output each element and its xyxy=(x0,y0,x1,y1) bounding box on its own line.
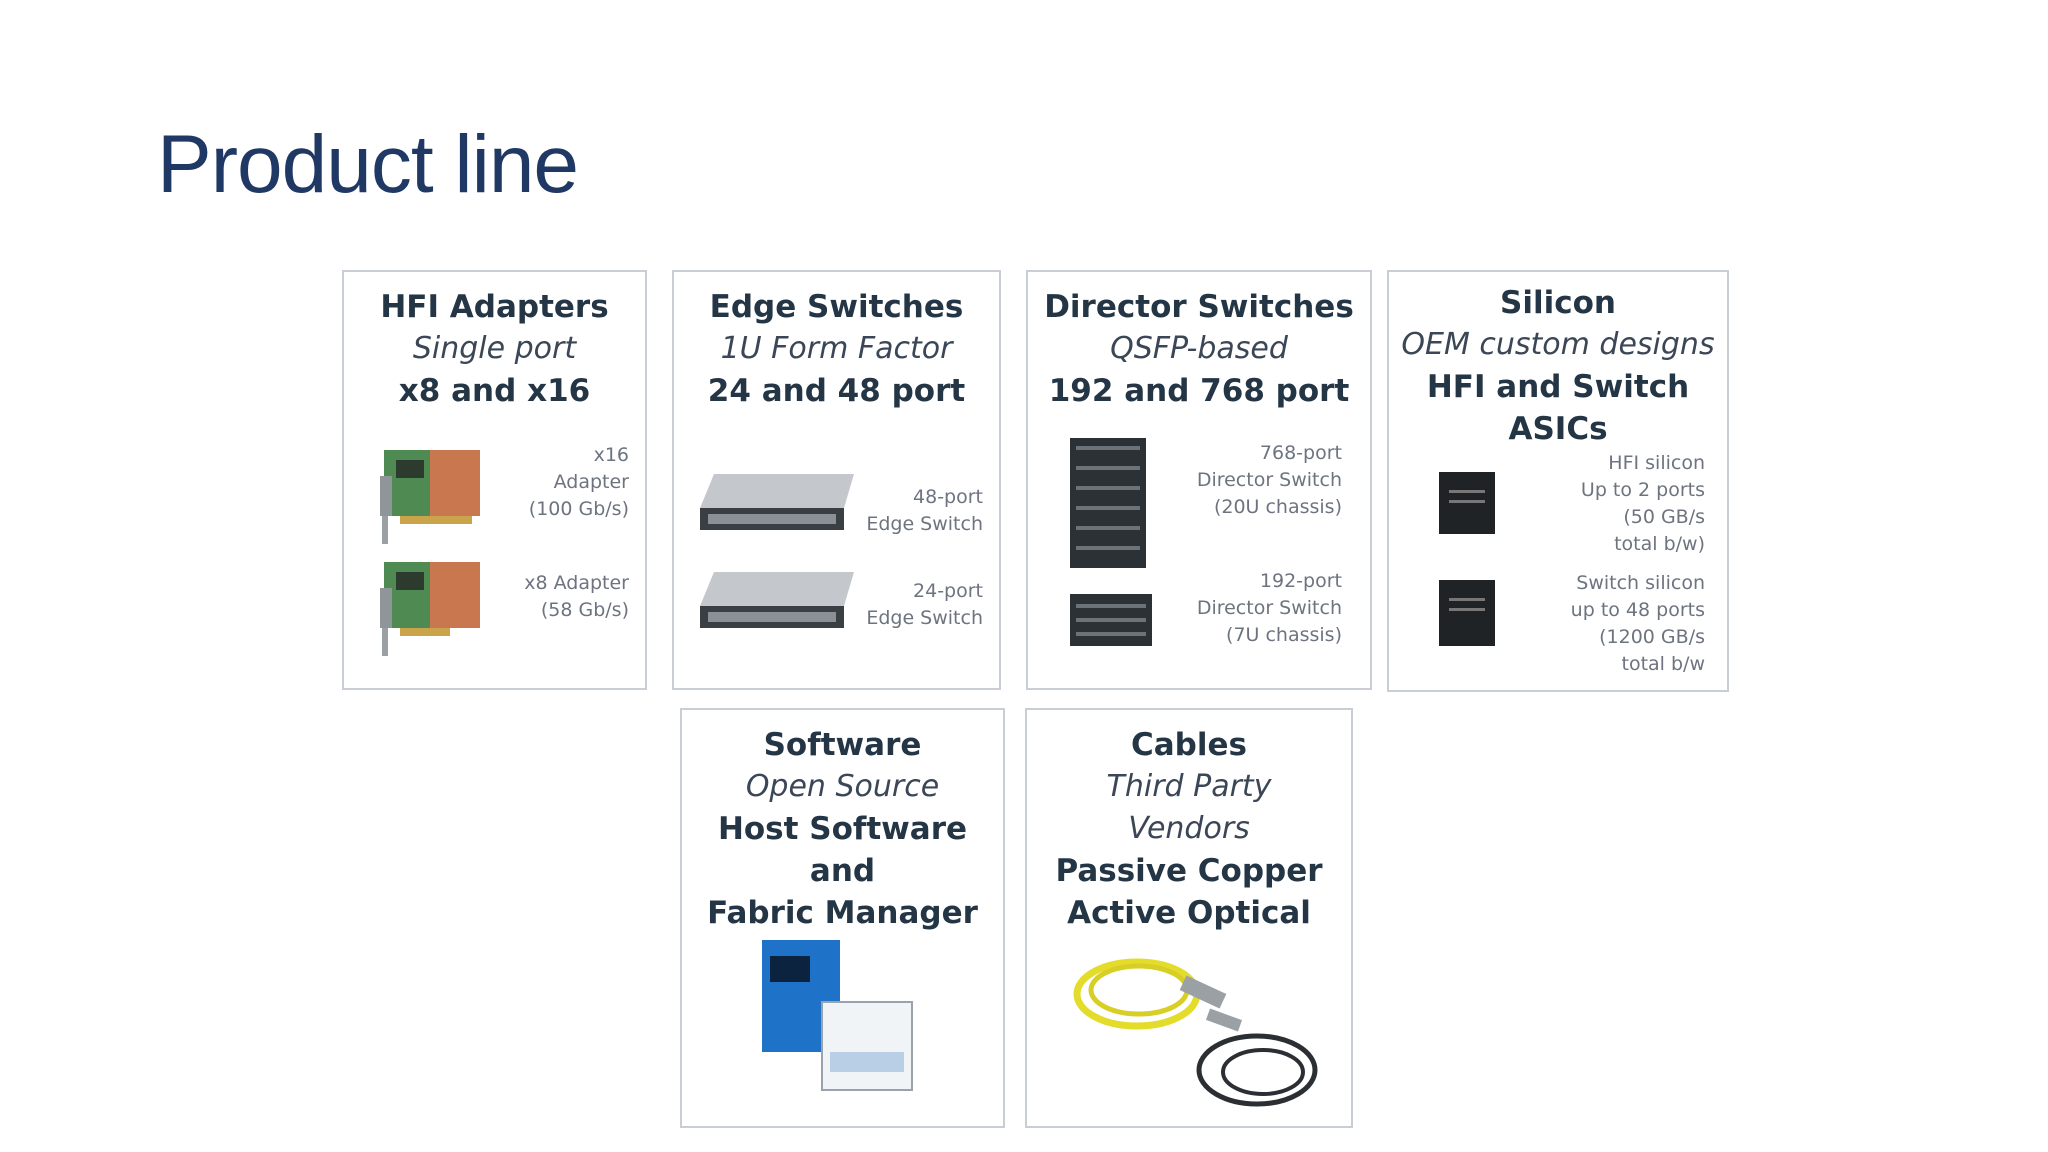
caption-line: (20U chassis) xyxy=(1213,496,1342,518)
panel-heading: Cables xyxy=(1131,727,1247,763)
panel-detail: ASICs xyxy=(1508,411,1608,447)
software-screenshot-image xyxy=(762,940,913,1091)
caption-line: HFI silicon xyxy=(1608,452,1705,474)
caption-line: Adapter xyxy=(553,471,629,493)
slide-title: Product line xyxy=(157,119,579,210)
panel-subtitle: QSFP-based xyxy=(1110,331,1288,366)
panel-edge-switches: Edge Switches 1U Form Factor 24 and 48 p… xyxy=(672,270,1001,690)
caption-line: (7U chassis) xyxy=(1226,624,1342,646)
caption-line: 24-port xyxy=(913,580,983,602)
caption-line: 192-port xyxy=(1259,570,1342,592)
switch-silicon-caption: Switch silicon up to 48 ports (1200 GB/s… xyxy=(1571,570,1705,678)
caption-line: (100 Gb/s) xyxy=(528,498,629,520)
panel-detail: x8 and x16 xyxy=(398,373,591,409)
panel-detail: Host Software and xyxy=(717,811,968,889)
192-port-caption: 192-port Director Switch (7U chassis) xyxy=(1197,568,1342,649)
hfi-silicon-chip-image xyxy=(1439,472,1495,534)
panel-detail: Fabric Manager xyxy=(707,895,978,931)
caption-line: x16 xyxy=(593,444,629,466)
24-port-switch-image xyxy=(700,572,854,628)
192-port-director-image xyxy=(1070,594,1152,646)
caption-line: Edge Switch xyxy=(866,513,983,535)
panel-subtitle: OEM custom designs xyxy=(1401,327,1715,362)
caption-line: x8 Adapter xyxy=(524,572,629,594)
panel-silicon: Silicon OEM custom designs HFI and Switc… xyxy=(1387,270,1729,692)
caption-line: (50 GB/s xyxy=(1623,506,1705,528)
panel-cables: Cables Third Party Vendors Passive Coppe… xyxy=(1025,708,1353,1128)
24-port-caption: 24-port Edge Switch xyxy=(866,578,983,632)
caption-line: 768-port xyxy=(1259,442,1342,464)
panel-detail: HFI and Switch xyxy=(1426,369,1690,405)
panel-heading: HFI Adapters xyxy=(380,289,609,325)
panel-detail: 192 and 768 port xyxy=(1048,373,1350,409)
caption-line: 48-port xyxy=(913,486,983,508)
panel-heading: Software xyxy=(763,727,922,763)
caption-line: (1200 GB/s xyxy=(1599,626,1705,648)
caption-line: total b/w xyxy=(1621,653,1706,675)
x8-adapter-image xyxy=(380,562,480,656)
panel-subtitle: 1U Form Factor xyxy=(720,331,953,366)
caption-line: total b/w) xyxy=(1614,533,1705,555)
panel-hfi-adapters: HFI Adapters Single port x8 and x16 x16 … xyxy=(342,270,647,690)
768-port-director-image xyxy=(1070,438,1146,568)
caption-line: Switch silicon xyxy=(1576,572,1705,594)
x8-adapter-caption: x8 Adapter (58 Gb/s) xyxy=(524,570,629,624)
x16-adapter-image xyxy=(380,450,480,544)
panel-subtitle: Open Source xyxy=(745,769,940,804)
panel-detail: Active Optical xyxy=(1067,895,1311,931)
panel-detail: Passive Copper xyxy=(1055,853,1323,889)
panel-heading: Silicon xyxy=(1500,285,1616,321)
panel-director-switches: Director Switches QSFP-based 192 and 768… xyxy=(1026,270,1372,690)
panel-heading: Director Switches xyxy=(1044,289,1354,325)
768-port-caption: 768-port Director Switch (20U chassis) xyxy=(1197,440,1342,521)
hfi-silicon-caption: HFI silicon Up to 2 ports (50 GB/s total… xyxy=(1581,450,1705,558)
x16-adapter-caption: x16 Adapter (100 Gb/s) xyxy=(529,442,629,523)
caption-line: Director Switch xyxy=(1196,597,1342,619)
48-port-switch-image xyxy=(700,474,854,530)
cables-image xyxy=(1073,958,1318,1107)
caption-line: Director Switch xyxy=(1196,469,1342,491)
48-port-caption: 48-port Edge Switch xyxy=(866,484,983,538)
switch-silicon-chip-image xyxy=(1439,580,1495,646)
caption-line: (58 Gb/s) xyxy=(540,599,629,621)
caption-line: Edge Switch xyxy=(866,607,983,629)
caption-line: up to 48 ports xyxy=(1570,599,1705,621)
panel-heading: Edge Switches xyxy=(709,289,964,325)
panel-software: Software Open Source Host Software and F… xyxy=(680,708,1005,1128)
panel-detail: 24 and 48 port xyxy=(707,373,966,409)
panel-subtitle: Single port xyxy=(412,331,577,366)
caption-line: Up to 2 ports xyxy=(1580,479,1705,501)
panel-subtitle: Vendors xyxy=(1128,811,1250,846)
panel-subtitle: Third Party xyxy=(1106,769,1272,804)
